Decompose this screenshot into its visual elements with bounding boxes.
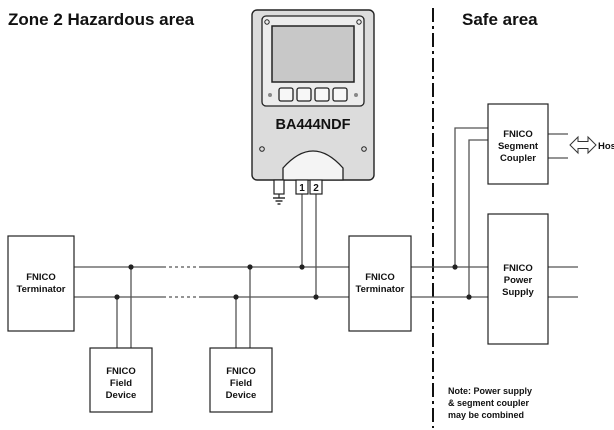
instrument-button-4 [332, 87, 348, 102]
fnico-power-supply: FNICO Power Supply [487, 213, 549, 345]
note-line-1: Note: Power supply [448, 386, 532, 396]
indicator-led-icon [354, 93, 358, 97]
instrument-button-3 [314, 87, 330, 102]
junction-nodes [114, 264, 472, 300]
segment-coupler-label-line1: FNICO [503, 129, 533, 140]
terminator-left-label-line1: FNICO [26, 272, 56, 283]
terminal-block-2 [309, 179, 323, 195]
double-arrow-icon [569, 135, 597, 155]
junction-node [114, 294, 120, 300]
fnico-terminator-left: FNICO Terminator [7, 235, 75, 332]
terminator-left-label-line2: Terminator [17, 284, 66, 295]
ba444ndf-instrument: BA444NDF 1 2 [251, 9, 375, 205]
junction-node [299, 264, 305, 270]
terminal-1-label: 1 [299, 183, 305, 194]
power-supply-label-line3: Supply [502, 287, 534, 298]
junction-node [452, 264, 458, 270]
note-block: Note: Power supply & segment coupler may… [448, 386, 532, 420]
junction-node [233, 294, 239, 300]
host-label: Host [598, 141, 614, 152]
screw-icon [264, 19, 270, 25]
screw-icon [361, 146, 367, 152]
instrument-button-1 [278, 87, 294, 102]
fnico-segment-coupler: FNICO Segment Coupler [487, 103, 549, 185]
safe-area-heading: Safe area [462, 10, 538, 29]
screw-icon [259, 146, 265, 152]
field-device-1-label-line2: Field [110, 378, 132, 389]
instrument-button-2 [296, 87, 312, 102]
field-device-1-box [89, 347, 153, 413]
field-device-2-label-line1: FNICO [226, 366, 256, 377]
junction-node [313, 294, 319, 300]
power-supply-label-line1: FNICO [503, 263, 533, 274]
note-line-2: & segment coupler [448, 398, 530, 408]
coupler-lower-link [468, 139, 488, 297]
indicator-led-icon [268, 93, 272, 97]
hazardous-area-heading: Zone 2 Hazardous area [8, 10, 195, 29]
earth-lug [273, 179, 285, 195]
coupler-upper-link [454, 127, 488, 267]
terminator-mid-label-line2: Terminator [356, 284, 405, 295]
junction-node [466, 294, 472, 300]
fnico-terminator-mid: FNICO Terminator [348, 235, 412, 332]
terminal-2-label: 2 [313, 183, 319, 194]
fnico-field-device-2: FNICO Field Device [209, 347, 273, 413]
instrument-model-label: BA444NDF [276, 117, 351, 133]
power-supply-label-line2: Power [504, 275, 533, 286]
segment-coupler-label-line2: Segment [498, 141, 539, 152]
fnico-field-device-1: FNICO Field Device [89, 347, 153, 413]
field-device-2-box [209, 347, 273, 413]
terminator-mid-label-line1: FNICO [365, 272, 395, 283]
junction-node [128, 264, 134, 270]
segment-coupler-box [487, 103, 549, 185]
field-device-2-label-line2: Field [230, 378, 252, 389]
terminator-mid-box [348, 235, 412, 332]
terminal-cover-arch [282, 150, 344, 181]
segment-coupler-label-line3: Coupler [500, 153, 536, 164]
field-device-2-label-line3: Device [226, 390, 257, 401]
instrument-display-screen [271, 25, 355, 83]
instrument-button-row [268, 87, 358, 102]
screw-icon [356, 19, 362, 25]
field-device-1-label-line1: FNICO [106, 366, 136, 377]
note-line-3: may be combined [448, 410, 524, 420]
terminator-left-box [7, 235, 75, 332]
field-device-1-label-line3: Device [106, 390, 137, 401]
terminal-block-1 [295, 179, 309, 195]
earth-ground-icon [273, 197, 285, 205]
junction-node [247, 264, 253, 270]
power-supply-box [487, 213, 549, 345]
